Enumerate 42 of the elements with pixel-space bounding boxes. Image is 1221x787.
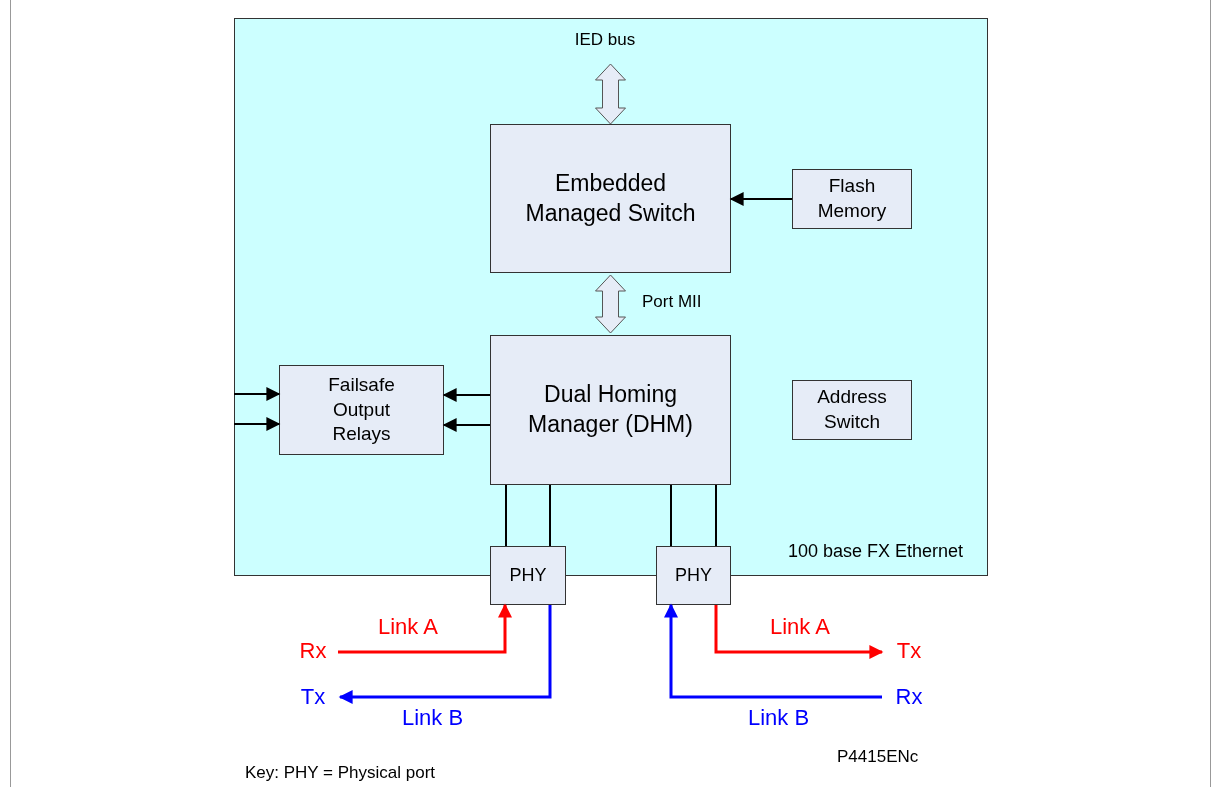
connector-line	[505, 484, 507, 547]
block-label: Embedded Managed Switch	[524, 168, 697, 228]
connector-line	[549, 484, 551, 547]
block	[656, 546, 731, 605]
arrow	[664, 603, 882, 699]
block	[792, 380, 912, 440]
signal-label: Rx	[298, 636, 328, 665]
arrow	[442, 418, 491, 432]
block	[279, 365, 444, 455]
double-block-arrow	[595, 274, 626, 334]
arrow	[338, 605, 552, 704]
block-label: Dual Homing Manager (DHM)	[527, 380, 694, 439]
edge-label: Link B	[748, 707, 810, 729]
block	[490, 546, 566, 605]
signal-label: Tx	[299, 682, 327, 711]
note-text: P4415ENc	[837, 748, 919, 765]
signal-label: Rx	[894, 682, 924, 711]
connector-line	[670, 484, 672, 547]
edge-label: Link B	[402, 707, 464, 729]
edge-label: Link A	[378, 616, 438, 638]
block-label: PHY	[508, 563, 548, 587]
block-label: Flash Memory	[816, 174, 888, 223]
edge-label: Port MII	[642, 293, 702, 310]
block	[792, 169, 912, 229]
connector-line	[715, 484, 717, 547]
edge-label: Link A	[770, 616, 830, 638]
block-label: PHY	[674, 563, 713, 587]
note-text: Key: PHY = Physical port	[245, 764, 436, 781]
block	[490, 335, 731, 485]
arrow	[233, 387, 281, 401]
signal-label: Tx	[895, 636, 923, 665]
double-block-arrow	[595, 63, 626, 125]
block-label: Failsafe Output Relays	[327, 372, 396, 447]
block	[490, 124, 731, 273]
arrow	[338, 603, 512, 654]
arrow	[233, 417, 281, 431]
arrow	[714, 605, 884, 659]
panel-label: 100 base FX Ethernet	[787, 541, 963, 562]
block-label: Address Switch	[816, 385, 888, 434]
arrow	[729, 192, 793, 206]
signal-label: IED bus	[573, 28, 637, 51]
arrow	[442, 388, 491, 402]
